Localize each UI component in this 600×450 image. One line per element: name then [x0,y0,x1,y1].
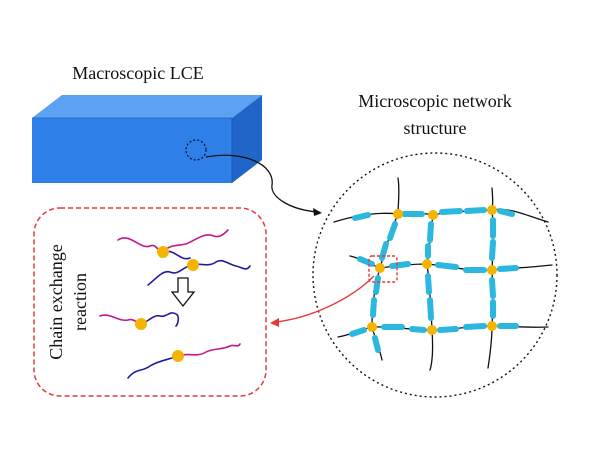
micro-title-line1: Microscopic network [358,91,511,111]
lce-block [32,95,262,183]
crosslink-dot [427,325,437,335]
macro-title: Macroscopic LCE [72,63,203,83]
crosslink-dot [422,259,432,269]
crosslink-dot [487,321,497,331]
highlight-square [368,255,398,283]
chains-after [99,312,241,379]
crosslink-dot [487,205,497,215]
crosslink-dot [487,265,497,275]
crosslink-dot [428,210,438,220]
zoom-spot-circle [185,139,207,161]
crosslink-dot [367,322,377,332]
hollow-down-arrow-icon [170,277,196,308]
block-front-face [32,118,232,183]
micro-title-line2: structure [404,118,467,138]
network-chains [333,177,553,371]
crosslink-dot [375,263,385,273]
block-top-face [32,95,262,118]
crosslink-dot [135,318,147,330]
inset-arrow-head [270,318,279,327]
crosslink-dot [393,209,403,219]
crosslink-dot [187,259,199,271]
inset-label-line1: Chain exchange [46,244,66,359]
inset-label-line2: reaction [70,273,90,331]
crosslink-points [367,205,497,335]
zoom-arrow [205,154,319,213]
chains-before [117,229,251,286]
crosslink-dot [172,350,184,362]
zoom-arrow-head [313,208,322,216]
inset-box [33,207,267,397]
inset-arrow [275,275,375,323]
network-zoom-circle [312,152,558,398]
crosslink-dot [157,246,169,258]
